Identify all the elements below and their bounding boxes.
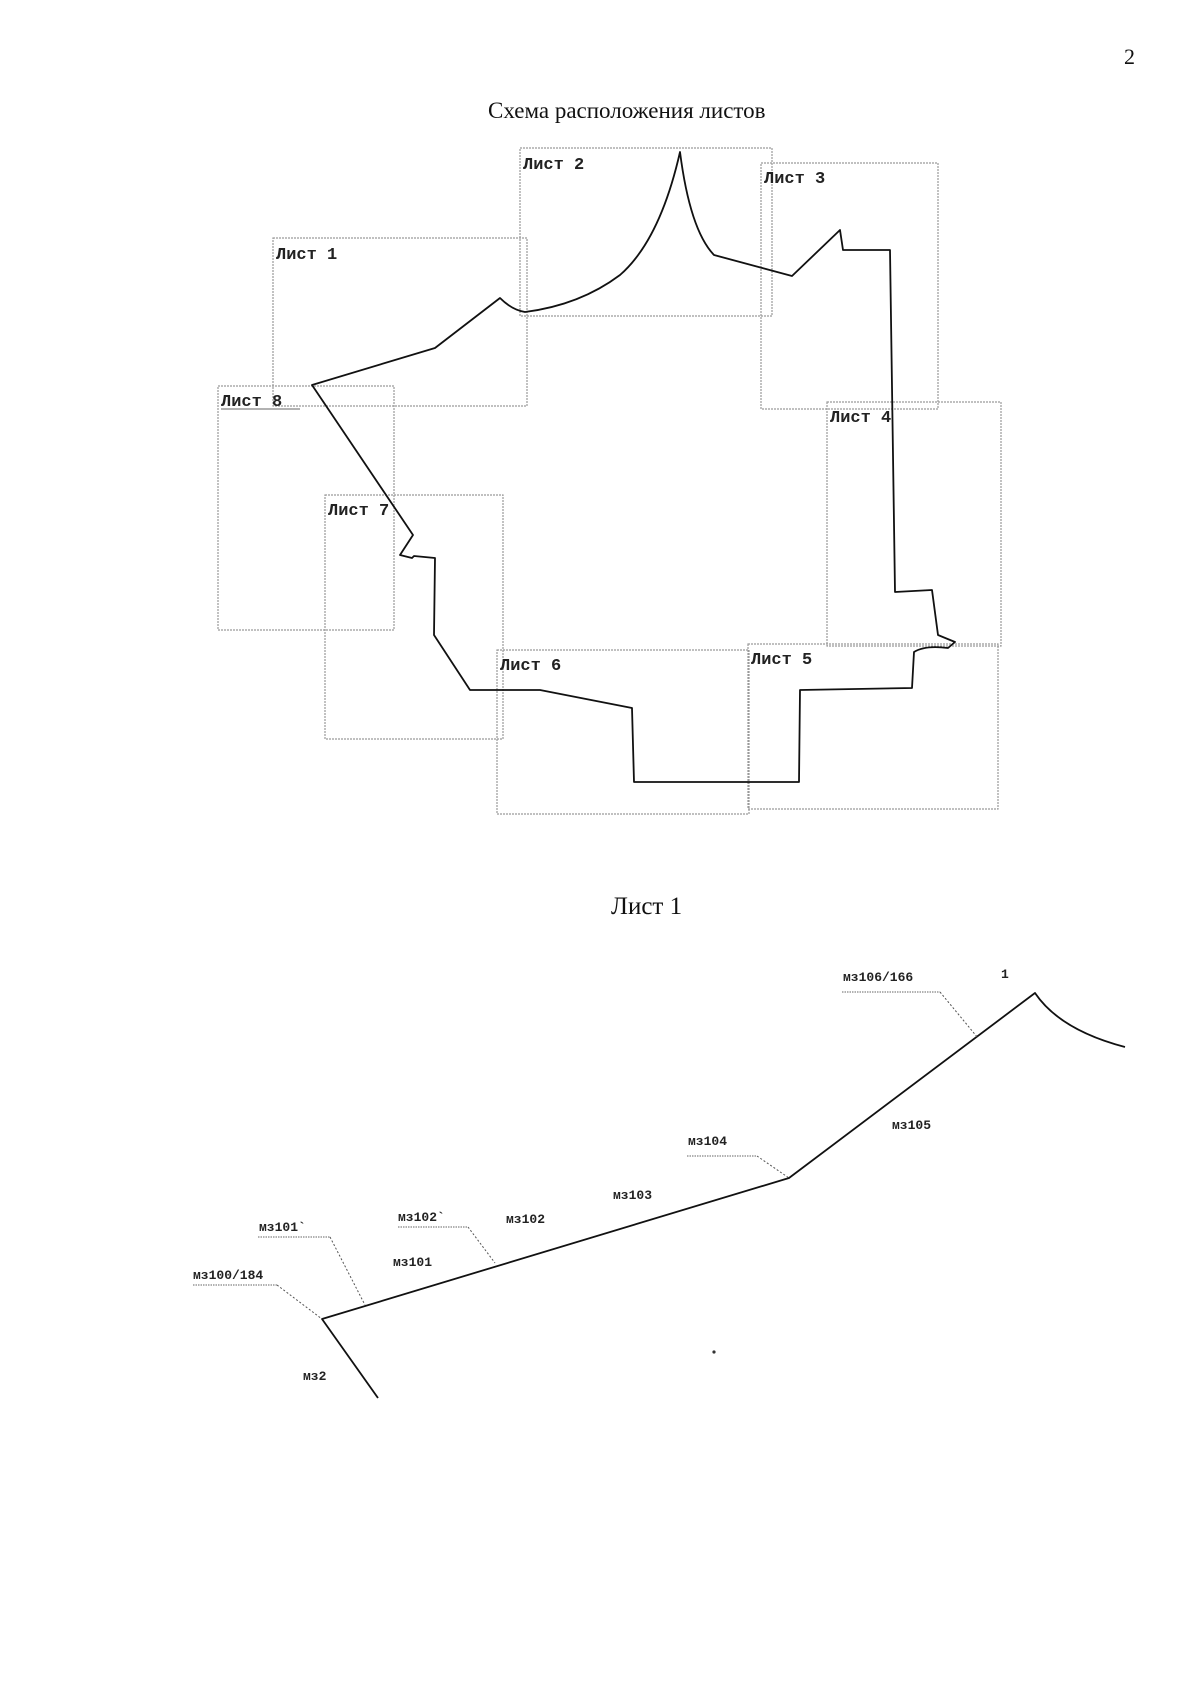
sheet1-point-labels: мз106/166 1 мз105 мз104 мз103 мз102 мз10… <box>193 967 1009 1384</box>
point-label-ms102: мз102 <box>506 1212 545 1227</box>
sheet1-boundary-line <box>321 992 1126 1399</box>
sheet-frame-6 <box>496 649 750 815</box>
leader-ms100-184 <box>276 1284 323 1320</box>
sheet-frame-1 <box>272 237 528 407</box>
point-label-ms103: мз103 <box>613 1188 652 1203</box>
sheet-label-5: Лист 5 <box>751 651 812 670</box>
sheet-label-7: Лист 7 <box>328 502 389 521</box>
sheet-frame-7 <box>324 494 504 740</box>
sheet-frames <box>217 147 1002 815</box>
point-label-1: 1 <box>1001 967 1009 982</box>
point-label-ms104: мз104 <box>688 1134 727 1149</box>
point-label-ms100-184: мз100/184 <box>193 1268 263 1283</box>
sheet1-leaders <box>276 991 979 1320</box>
sheet-labels: Лист 1 Лист 2 Лист 3 Лист 4 Лист 5 Лист … <box>221 156 891 676</box>
sheet-label-4: Лист 4 <box>830 409 891 428</box>
point-label-ms101: мз101 <box>393 1255 432 1270</box>
sheet-frame-3 <box>760 162 939 410</box>
sheet-label-8: Лист 8 <box>221 393 282 412</box>
sheet-frame-5 <box>747 643 999 810</box>
sheet1-label-underlines <box>193 991 940 1286</box>
point-label-ms2: мз2 <box>303 1369 327 1384</box>
sheet-frame-2 <box>519 147 773 317</box>
leader-ms104 <box>756 1155 790 1179</box>
point-label-ms102prime: мз102` <box>398 1210 445 1225</box>
leader-ms106-166 <box>939 991 979 1039</box>
sheet-label-2: Лист 2 <box>523 156 584 175</box>
scan-dot <box>712 1350 716 1354</box>
point-label-ms101prime: мз101` <box>259 1220 306 1235</box>
scheme-boundary-line <box>311 151 956 783</box>
page-number: 2 <box>1124 44 1135 69</box>
leader-ms102prime <box>467 1226 496 1264</box>
sheet-label-6: Лист 6 <box>500 657 561 676</box>
point-label-ms106-166: мз106/166 <box>843 970 913 985</box>
sheet1-title: Лист 1 <box>611 893 683 920</box>
leader-ms101prime <box>329 1236 366 1306</box>
sheet-frame-4 <box>826 401 1002 647</box>
sheet-label-1: Лист 1 <box>276 246 337 265</box>
point-label-ms105: мз105 <box>892 1118 931 1133</box>
scheme-title: Схема расположения листов <box>488 98 766 123</box>
sheet-label-3: Лист 3 <box>764 170 825 189</box>
